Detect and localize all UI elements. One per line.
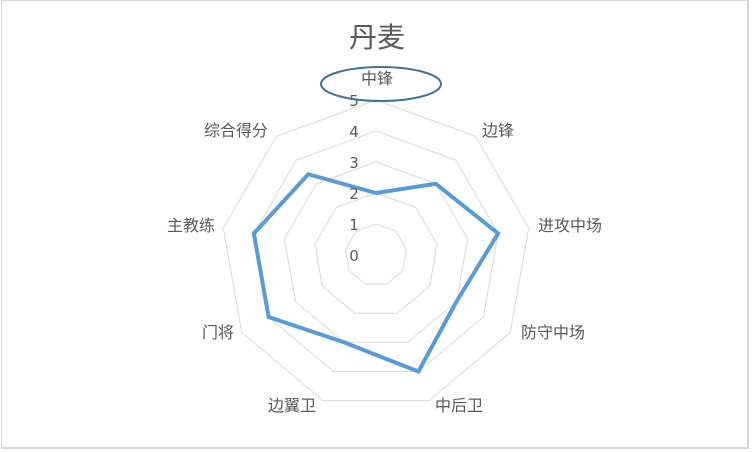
grid-ring [283, 161, 469, 343]
series-line [251, 172, 501, 375]
highlight-ellipse [320, 66, 442, 102]
radar-grid [222, 99, 530, 402]
tick-label: 2 [349, 185, 359, 203]
tick-label: 5 [349, 92, 359, 110]
tick-label: 0 [349, 247, 359, 265]
tick-label: 1 [349, 216, 359, 234]
grid-ring [344, 223, 408, 285]
tick-labels: 0 1 2 3 4 5 [349, 92, 359, 265]
tick-label: 3 [349, 154, 359, 172]
data-series [251, 172, 501, 375]
grid-ring [222, 99, 530, 402]
tick-label: 4 [349, 123, 359, 141]
category-label: 边锋 [482, 121, 514, 140]
category-label: 进攻中场 [538, 216, 602, 235]
grid-ring [253, 130, 499, 373]
chart-title: 丹麦 [349, 21, 405, 54]
category-label: 防守中场 [521, 323, 585, 342]
category-label: 中锋 [361, 69, 393, 88]
category-label: 主教练 [167, 216, 215, 235]
category-label: 门将 [202, 323, 234, 342]
grid-ring [314, 192, 438, 314]
category-label: 中后卫 [435, 396, 483, 415]
category-label: 综合得分 [204, 121, 268, 140]
category-label: 边翼卫 [268, 396, 316, 415]
